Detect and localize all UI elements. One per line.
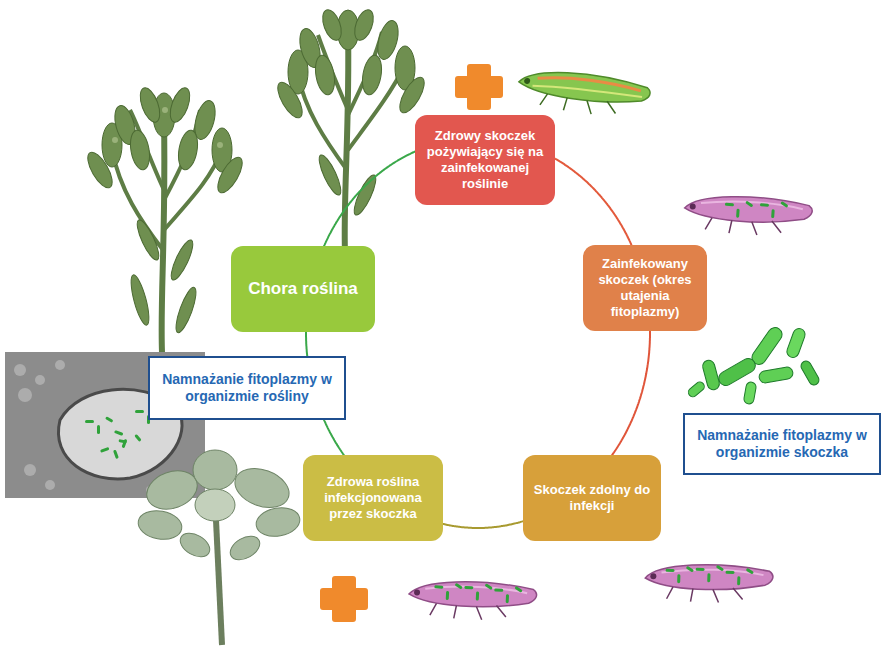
note-box: Namnażanie fitoplazmy w organizmie rośli… [148,356,346,420]
healthy-plant-part-part [226,531,264,564]
diseased-plant-part-part [136,85,163,124]
stage-box: Zdrowy skoczek pożywiający się na zainfe… [415,115,555,205]
leafhopper-infective-part [645,563,774,605]
stage-box: Skoczek zdolny do infekcji [523,455,661,541]
leafhopper-infective [408,579,537,623]
diseased-plant-part [83,85,247,334]
leafhopper-infective-part [725,567,754,586]
healthy-plant-part-part [193,450,237,490]
phytoplasma-cells-part [799,359,821,387]
leafhopper-healthy [516,65,652,122]
micrograph-part [85,416,113,434]
healthy-plant-part-part [195,489,235,521]
stage-box: Chora roślina [231,246,375,332]
leafhopper-infected-part [759,199,789,219]
diseased-plant-part-part [313,54,338,97]
diseased-plant-part-part [127,273,152,326]
healthy-plant-part-part [136,507,184,542]
cycle-arc [611,330,650,456]
box-text: Zainfekowany skoczek (okres utajenia fit… [591,256,699,319]
leafhopper-infective-part [464,582,493,601]
cycle-arc [324,151,416,247]
box-text: Namnażanie fitoplazmy w organizmie skocz… [693,427,871,462]
plus-sign-part [455,64,503,110]
diseased-plant-part-part [167,238,196,283]
leafhopper-infective-part [434,582,463,601]
diseased-plant-part [162,120,165,352]
healthy-plant-part [136,450,302,565]
stage-box: Zainfekowany skoczek (okres utajenia fit… [583,245,707,331]
diseased-plant-part [112,107,223,148]
diseased-plant-part-part [172,285,200,334]
diseased-plant-part-part [350,173,379,218]
diseased-plant [83,85,247,352]
diseased-plant-part-part [351,7,377,43]
phytoplasma-cells-part [749,325,785,367]
leafhopper-infective [645,562,774,604]
diseased-plant-part-part [162,107,168,113]
phytoplasma-cells-part [743,381,757,404]
cycle-arc [554,158,632,246]
diseased-plant-part [273,7,429,217]
box-text: Zdrowa roślina infekcjonowana przez skoc… [311,474,435,522]
cycle-arc [442,521,524,528]
diseased-plant-part-part [213,154,247,197]
leafhopper-healthy-part [516,65,652,122]
stage-box: Zdrowa roślina infekcjonowana przez skoc… [303,455,443,541]
diseased-plant-part-part [374,18,402,61]
box-text: Chora roślina [248,279,358,300]
micrograph-part-part [14,364,26,376]
healthy-plant-part-part [176,528,214,561]
diseased-plant-part-part [217,142,223,148]
healthy-plant-part-part [230,462,295,515]
leafhopper-infective-part [494,585,523,604]
healthy-plant-part-part [254,504,302,539]
leafhopper-infective-part [408,579,537,623]
leafhopper-infective-part [665,565,694,584]
diseased-plant-part-part [319,7,345,43]
micrograph-part-part [55,360,65,370]
diseased-plant [273,7,429,252]
diseased-plant-part-part [166,85,193,124]
phytoplasma-cells-part [758,366,794,384]
micrograph-part-part [18,388,32,402]
diseased-plant-part-part [83,149,117,192]
box-text: Skoczek zdolny do infekcji [531,482,653,514]
micrograph-part-part [24,464,36,476]
healthy-plant [136,450,302,645]
plus-sign-part [320,576,368,622]
phytoplasma-cells-part [687,380,707,398]
diseased-plant-part-part [133,218,162,263]
diseased-plant-part-part [395,74,429,117]
phytoplasma-cells [687,325,821,405]
box-text: Namnażanie fitoplazmy w organizmie rośli… [158,371,336,406]
diseased-plant-part-part [273,79,307,122]
diseased-plant-part-part [360,54,385,97]
micrograph-part-part [45,480,55,490]
healthy-plant-part [216,520,222,645]
leafhopper-infective-part [695,564,724,583]
note-box: Namnażanie fitoplazmy w organizmie skocz… [683,413,881,475]
micrograph-part-part [35,375,45,385]
leafhopper-infected-part [683,193,813,239]
box-text: Zdrowy skoczek pożywiający się na zainfe… [423,128,547,191]
phytoplasma-cells-part [785,327,807,359]
diseased-plant-part-part [112,137,118,143]
leafhopper-infected-part [724,199,754,219]
micrograph-part [99,437,132,463]
diseased-plant-part-part [176,129,201,172]
diseased-plant-part-part [128,129,153,172]
leafhopper-infected [683,193,813,239]
diseased-plant-part-part [315,153,344,198]
diseased-plant-part [345,28,349,252]
micrograph-part [110,426,143,452]
